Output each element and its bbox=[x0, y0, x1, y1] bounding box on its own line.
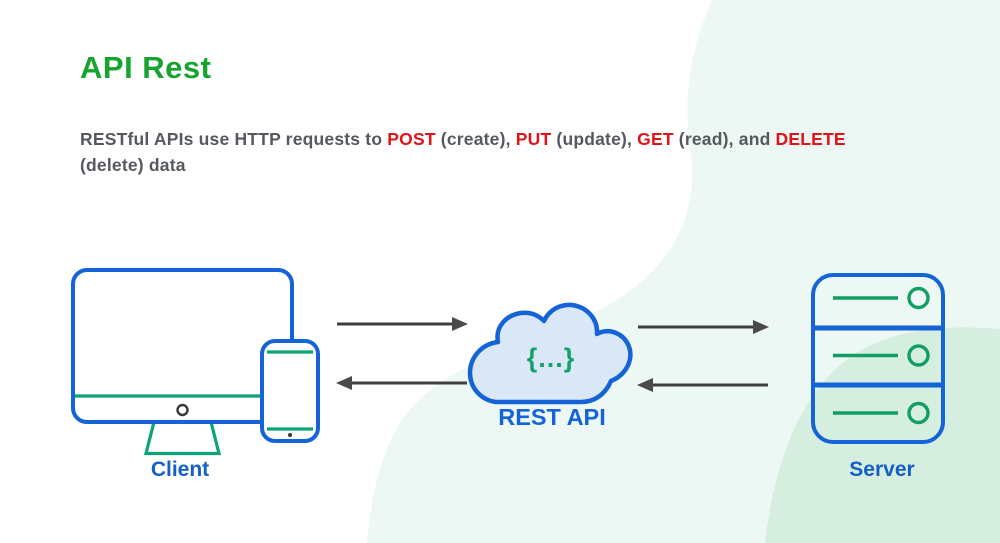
camera-dot bbox=[176, 403, 189, 417]
arrow-head-left-icon bbox=[336, 376, 352, 390]
code-braces-glyph: {...} bbox=[526, 343, 576, 373]
keyword-post: POST bbox=[387, 129, 436, 149]
server-led-3 bbox=[907, 401, 930, 425]
subtitle-line-2: (delete) data bbox=[80, 155, 186, 175]
phone-body bbox=[260, 339, 320, 443]
client-label: Client bbox=[150, 458, 210, 481]
phone-home-dot bbox=[288, 433, 292, 437]
keyword-delete: DELETE bbox=[775, 129, 846, 149]
subtitle-text: RESTful APIs use HTTP requests to bbox=[80, 129, 388, 149]
response-arrow-api-to-client bbox=[336, 376, 467, 390]
server-body bbox=[811, 273, 945, 444]
page-title: API Rest bbox=[80, 50, 212, 85]
smartphone-icon bbox=[260, 339, 320, 443]
server-icon bbox=[811, 273, 945, 444]
monitor-screen bbox=[71, 268, 294, 424]
server-led-1 bbox=[907, 286, 930, 310]
request-arrow-client-to-api bbox=[337, 317, 468, 331]
server-led-2 bbox=[907, 344, 930, 367]
request-arrow-api-to-server bbox=[638, 320, 769, 334]
server-label: Server bbox=[849, 458, 915, 481]
cloud-shape bbox=[467, 302, 633, 405]
arrow-head-right-icon bbox=[753, 320, 769, 334]
client-devices-icon bbox=[71, 268, 320, 456]
subtitle-text: (update), bbox=[551, 129, 638, 149]
cloud-icon bbox=[467, 302, 633, 405]
subtitle-text: (create), bbox=[435, 129, 516, 149]
subtitle-line-1: RESTful APIs use HTTP requests to POST (… bbox=[80, 126, 846, 152]
arrow-head-right-icon bbox=[452, 317, 468, 331]
subtitle-text: (read), and bbox=[673, 129, 776, 149]
subtitle: RESTful APIs use HTTP requests to POST (… bbox=[80, 126, 846, 178]
rest-api-label: REST API bbox=[498, 404, 606, 430]
keyword-put: PUT bbox=[515, 129, 552, 149]
keyword-get: GET bbox=[637, 129, 674, 149]
monitor-icon bbox=[71, 268, 294, 424]
arrow-head-left-icon bbox=[637, 378, 653, 392]
monitor-stand bbox=[143, 420, 222, 456]
response-arrow-server-to-api bbox=[637, 378, 768, 392]
